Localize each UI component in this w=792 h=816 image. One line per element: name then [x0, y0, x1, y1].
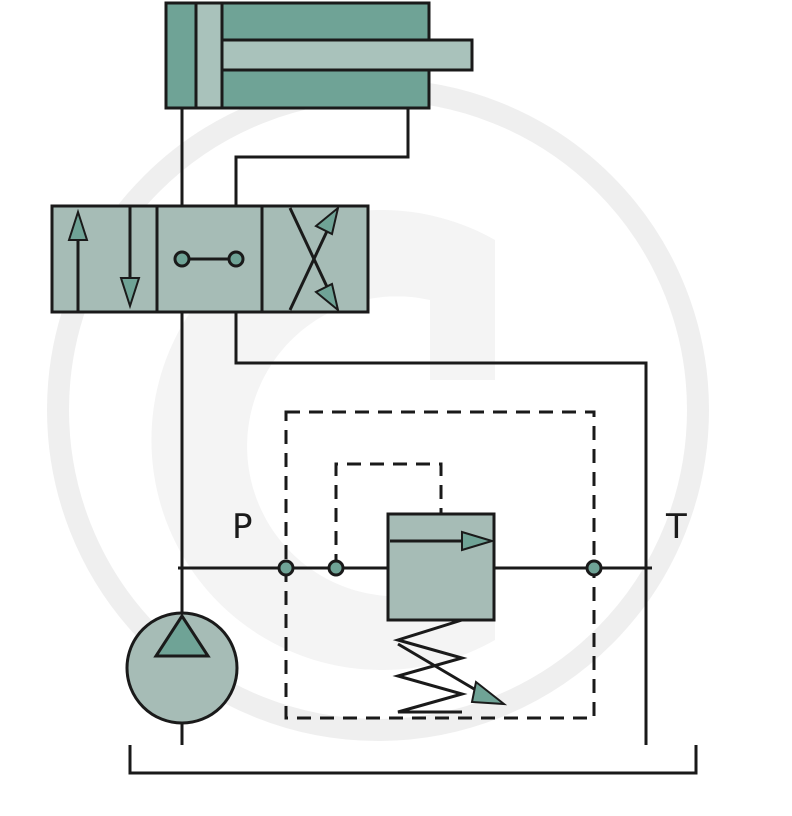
- tank-port-label: T: [665, 507, 687, 547]
- cylinder-icon: [164, 1, 474, 110]
- junction-dot: [277, 559, 295, 577]
- tank-icon: [128, 745, 698, 775]
- junction-dot: [585, 559, 603, 577]
- directional-valve-icon: [50, 204, 370, 314]
- pressure-port-label: P: [232, 507, 253, 547]
- relief-valve-icon: [386, 512, 508, 714]
- pump-icon: [125, 611, 239, 725]
- junction-dots: [277, 559, 603, 577]
- junction-dot: [327, 559, 345, 577]
